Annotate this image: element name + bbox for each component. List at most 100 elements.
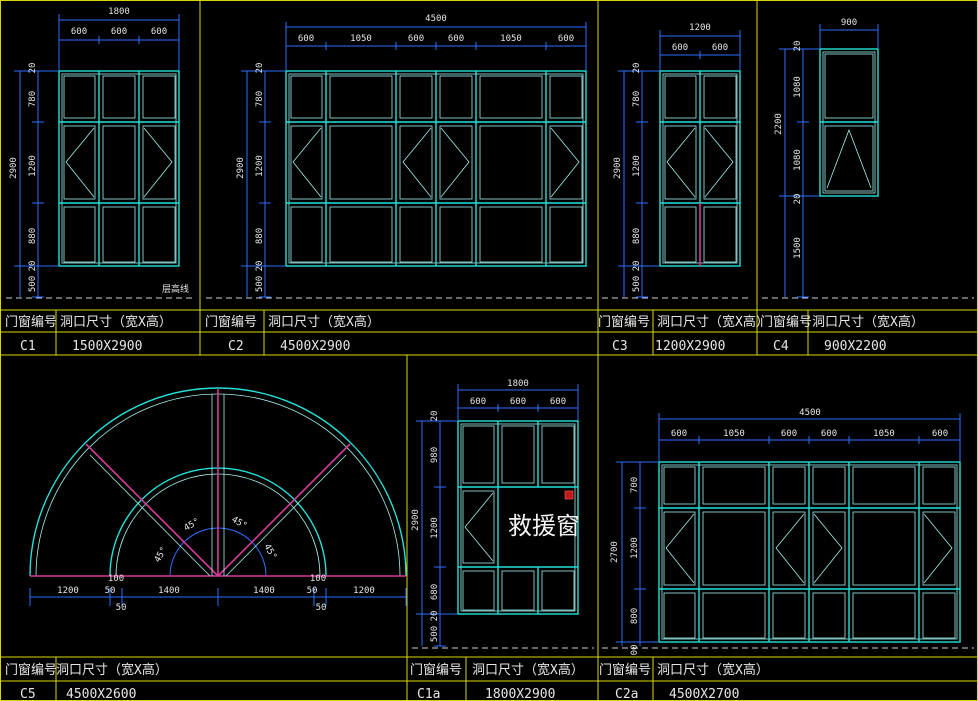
- table-header-code: 门窗编号: [205, 314, 257, 330]
- dim-label: 20: [430, 411, 440, 422]
- table-cell-code: C2: [228, 339, 244, 354]
- dim-label: 780: [255, 91, 265, 107]
- dim-label: 600: [781, 429, 797, 439]
- dim-label: 2900: [236, 157, 246, 179]
- table-header-code: 门窗编号: [599, 662, 651, 678]
- dim-label: 100: [310, 574, 326, 584]
- dim-label: 1800: [507, 379, 529, 389]
- table-header-code: 门窗编号: [598, 314, 650, 330]
- dims-c4: [779, 24, 879, 298]
- dim-label: 980: [430, 447, 440, 463]
- angle-label: 45°: [229, 515, 248, 532]
- dim-label: 600: [470, 397, 486, 407]
- dimension-labels: 1800 600 600 600 2900 20 780 1200 880 20…: [9, 7, 948, 655]
- dim-label: 600: [672, 43, 688, 53]
- table-header-size: 洞口尺寸（宽X高）: [60, 314, 172, 330]
- table-cell-code: C2a: [615, 687, 638, 701]
- floor-line-label: 层高线: [162, 283, 189, 295]
- table-header-code: 门窗编号: [5, 662, 57, 678]
- dims-c1: [14, 14, 180, 298]
- dim-label: 1200: [689, 23, 711, 33]
- dim-label: 880: [632, 228, 642, 244]
- dim-label: 20: [28, 63, 38, 74]
- dim-label: 50: [105, 586, 116, 596]
- dim-label: 20: [632, 63, 642, 74]
- dim-label: 100: [108, 574, 124, 584]
- dim-label: 20: [793, 41, 803, 52]
- dim-label: 600: [712, 43, 728, 53]
- table-cell-code: C1a: [417, 687, 440, 701]
- table-cell-size: 1200X2900: [655, 339, 725, 354]
- dim-label: 600: [408, 34, 424, 44]
- table-cell-size: 1800X2900: [485, 687, 555, 701]
- dim-label: 1400: [158, 586, 180, 596]
- dim-label: 1200: [430, 517, 440, 539]
- dim-label: 1050: [500, 34, 522, 44]
- dim-label: 500: [632, 276, 642, 292]
- dim-label: 900: [841, 18, 857, 28]
- dim-label: 600: [298, 34, 314, 44]
- angle-label: 45°: [261, 542, 278, 561]
- window-c3: [659, 70, 741, 267]
- dim-label: 50: [307, 586, 318, 596]
- dim-label: 600: [448, 34, 464, 44]
- table-cell-code: C5: [20, 687, 36, 701]
- dim-label: 1200: [255, 155, 265, 177]
- dim-label: 2900: [613, 157, 623, 179]
- dim-label: 1080: [793, 149, 803, 171]
- table-cell-size: 1500X2900: [72, 339, 142, 354]
- dim-label: 780: [632, 91, 642, 107]
- table-header-size: 洞口尺寸（宽X高）: [472, 662, 584, 678]
- dim-label: 20: [793, 194, 803, 205]
- table-cell-size: 900X2200: [824, 339, 887, 354]
- dim-label: 500: [430, 626, 440, 642]
- dim-label: 4500: [425, 14, 447, 24]
- dim-label: 500: [28, 276, 38, 292]
- table-cell-size: 4500X2900: [280, 339, 350, 354]
- dim-label: 20: [632, 261, 642, 272]
- dim-label: 20: [255, 261, 265, 272]
- table-cell-size: 4500X2600: [66, 687, 136, 701]
- dim-label: 880: [28, 228, 38, 244]
- angle-label: 45°: [182, 517, 201, 534]
- angle-label: 45°: [153, 545, 170, 564]
- dim-label: 4500: [799, 408, 821, 418]
- table-cell-code: C4: [773, 339, 789, 354]
- marker-icon: [564, 490, 574, 500]
- dim-label: 1500: [793, 237, 803, 259]
- dim-label: 1200: [57, 586, 79, 596]
- dim-label: 880: [255, 228, 265, 244]
- dim-label: 2700: [610, 541, 620, 563]
- dim-label: 1050: [873, 429, 895, 439]
- dim-label: 1050: [723, 429, 745, 439]
- dims-c5: [29, 588, 407, 606]
- table-header-size: 洞口尺寸（宽X高）: [812, 314, 924, 330]
- dim-label: 1800: [108, 7, 130, 17]
- dim-label: 700: [630, 477, 640, 493]
- window-c5: [29, 387, 407, 577]
- window-c1: [58, 70, 180, 267]
- dim-label: 800: [630, 608, 640, 624]
- dim-label: 2900: [9, 157, 19, 179]
- table-cell-code: C1: [20, 339, 36, 354]
- dim-label: 1050: [350, 34, 372, 44]
- table-header-size: 洞口尺寸（宽X高）: [657, 314, 769, 330]
- dim-label: 1200: [353, 586, 375, 596]
- dim-label: 600: [71, 27, 87, 37]
- table-header-code: 门窗编号: [760, 314, 812, 330]
- dim-label: 1200: [28, 155, 38, 177]
- dim-label: 00: [630, 645, 640, 656]
- dim-label: 600: [932, 429, 948, 439]
- dim-label: 20: [255, 63, 265, 74]
- window-c2a: [658, 461, 961, 643]
- schedule-table: 门窗编号 洞口尺寸（宽X高） 门窗编号 洞口尺寸（宽X高） 门窗编号 洞口尺寸（…: [5, 314, 924, 701]
- table-header-code: 门窗编号: [410, 662, 462, 678]
- dim-label: 600: [821, 429, 837, 439]
- dim-label: 1200: [630, 537, 640, 559]
- dim-label: 600: [671, 429, 687, 439]
- dim-label: 500: [255, 276, 265, 292]
- table-header-size: 洞口尺寸（宽X高）: [268, 314, 380, 330]
- table-header-size: 洞口尺寸（宽X高）: [657, 662, 769, 678]
- dim-label: 2200: [774, 113, 784, 135]
